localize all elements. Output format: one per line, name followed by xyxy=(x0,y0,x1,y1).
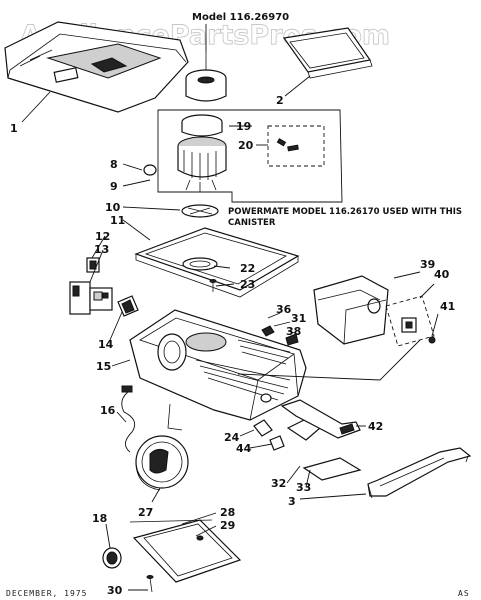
model-title: Model 116.26970 xyxy=(192,12,289,23)
callout-20: 20 xyxy=(238,139,254,152)
callout-29: 29 xyxy=(220,519,235,532)
part-brushes xyxy=(267,125,325,167)
powermate-note-line2: CANISTER xyxy=(228,218,276,228)
callout-42: 42 xyxy=(368,420,383,433)
callout-30: 30 xyxy=(107,584,123,597)
callout-12: 12 xyxy=(95,230,110,243)
callout-23: 23 xyxy=(240,278,255,291)
callout-18: 18 xyxy=(92,512,107,525)
callout-16: 16 xyxy=(100,404,116,417)
part-switch-14 xyxy=(117,295,139,317)
part-hardware-24-44 xyxy=(253,419,285,451)
part-bag-door xyxy=(313,275,389,345)
part-motor xyxy=(177,114,227,192)
callout-32: 32 xyxy=(271,477,286,490)
callout-33: 33 xyxy=(296,481,311,494)
callout-24: 24 xyxy=(224,431,240,444)
part-power-cord xyxy=(121,385,136,453)
callout-9: 9 xyxy=(110,180,118,193)
callout-38: 38 xyxy=(286,325,301,338)
callout-40: 40 xyxy=(434,268,450,281)
callout-1: 1 xyxy=(10,122,18,135)
leader-lines xyxy=(21,24,439,591)
part-screw-30 xyxy=(146,575,154,593)
part-screw-23 xyxy=(209,279,217,292)
callout-36: 36 xyxy=(276,303,292,316)
part-canister-body xyxy=(129,309,307,421)
powermate-note-line1: POWERMATE MODEL 116.26170 USED WITH THIS xyxy=(228,207,462,217)
part-latch-40 xyxy=(385,295,435,347)
callout-14: 14 xyxy=(98,338,114,351)
part-gasket-10 xyxy=(181,204,219,218)
callout-19: 19 xyxy=(236,120,251,133)
callout-39: 39 xyxy=(420,258,435,271)
footer-code: AS xyxy=(458,589,470,598)
part-motor-fan xyxy=(185,52,227,102)
callout-13: 13 xyxy=(94,243,109,256)
part-rear-wheel-bracket xyxy=(167,403,183,431)
callout-22: 22 xyxy=(240,262,255,275)
callout-labels: 1 2 3 8 9 10 11 12 13 14 15 16 18 19 20 … xyxy=(10,94,455,597)
callout-28: 28 xyxy=(220,506,235,519)
callout-27: 27 xyxy=(138,506,153,519)
callout-11: 11 xyxy=(110,214,125,227)
callout-3: 3 xyxy=(288,495,296,508)
callout-41: 41 xyxy=(440,300,455,313)
part-filter-lid xyxy=(282,27,373,79)
part-filter-tray xyxy=(134,227,300,298)
part-bottom-plate xyxy=(129,519,242,583)
part-screw-41 xyxy=(428,336,436,344)
callout-2: 2 xyxy=(276,94,284,107)
part-wheel-18 xyxy=(102,547,122,569)
motor-assembly-frame xyxy=(157,109,343,203)
callout-15: 15 xyxy=(96,360,111,373)
callout-44: 44 xyxy=(236,442,252,455)
callout-8: 8 xyxy=(110,158,118,171)
part-front-handle-3 xyxy=(367,447,472,499)
callout-10: 10 xyxy=(105,201,121,214)
footer-date: DECEMBER, 1975 xyxy=(6,589,87,598)
part-top-cover xyxy=(4,21,189,113)
part-switch-knob-8 xyxy=(143,164,157,176)
callout-31: 31 xyxy=(291,312,306,325)
part-cord-reel xyxy=(135,435,189,491)
part-switch-12-13 xyxy=(69,257,113,315)
